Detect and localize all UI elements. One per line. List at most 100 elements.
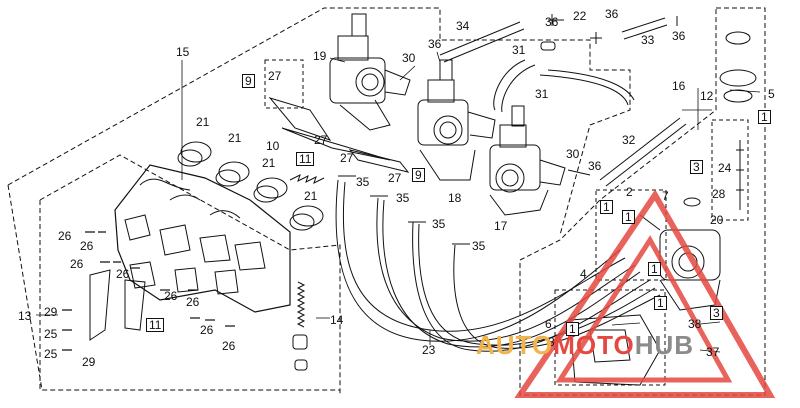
dashed-right-boundary — [519, 7, 766, 396]
callout-21: 21 — [196, 115, 210, 129]
fuel-hose-32 — [599, 117, 681, 181]
fuel-hose-33 — [621, 17, 666, 33]
callout-9-boxed: 9 — [412, 168, 425, 182]
spring-11 — [289, 174, 325, 184]
linkage-plate — [348, 149, 410, 173]
callout-1-boxed: 1 — [758, 110, 771, 124]
callout-17: 17 — [494, 219, 508, 233]
callout-26: 26 — [116, 267, 130, 281]
callout-6: 6 — [545, 317, 552, 331]
callout-8: 8 — [548, 335, 555, 349]
hose — [382, 199, 641, 348]
callout-1-boxed: 1 — [654, 296, 667, 310]
leader-lines — [36, 51, 761, 353]
callout-15: 15 — [176, 45, 190, 59]
fuel-hose-34 — [439, 21, 521, 56]
callout-26: 26 — [200, 323, 214, 337]
watermark-hub: HUB — [634, 330, 695, 360]
callout-30: 30 — [402, 51, 416, 65]
fuel-hose — [547, 69, 635, 101]
callout-26: 26 — [70, 257, 84, 271]
callout-37: 37 — [706, 345, 720, 359]
carburetor-18 — [417, 59, 496, 181]
callout-31: 31 — [512, 43, 526, 57]
callout-27: 27 — [268, 69, 282, 83]
callout-29: 29 — [82, 355, 96, 369]
callout-16: 16 — [672, 79, 686, 93]
linkage-plate — [268, 97, 332, 141]
callout-14: 14 — [330, 313, 344, 327]
callout-7: 7 — [662, 189, 669, 203]
callout-21: 21 — [262, 156, 276, 170]
callout-29: 29 — [44, 305, 58, 319]
callout-34: 34 — [456, 19, 470, 33]
callout-27: 27 — [314, 133, 328, 147]
float-chamber — [569, 314, 661, 386]
callout-35: 35 — [396, 191, 410, 205]
callout-36: 36 — [545, 15, 559, 29]
callout-11-boxed: 11 — [146, 318, 165, 332]
callout-1-boxed: 1 — [622, 210, 635, 224]
callout-35: 35 — [472, 239, 486, 253]
fuel-hose — [501, 64, 536, 113]
callout-36: 36 — [672, 29, 686, 43]
callout-36: 36 — [428, 37, 442, 51]
callout-36: 36 — [588, 159, 602, 173]
callout-26: 26 — [164, 289, 178, 303]
hose — [342, 181, 626, 332]
callout-12: 12 — [700, 89, 714, 103]
carburetor-19 — [329, 13, 411, 131]
watermark-logo: AUTOMOTOHUB — [476, 330, 694, 361]
callout-25: 25 — [44, 347, 58, 361]
callout-4: 4 — [580, 267, 587, 281]
screws — [62, 231, 235, 351]
callout-24: 24 — [718, 161, 732, 175]
watermark-auto: AUTO — [476, 330, 554, 360]
callout-9-boxed: 9 — [242, 74, 255, 88]
cylinder-head — [114, 164, 291, 313]
callout-32: 32 — [622, 133, 636, 147]
callout-5: 5 — [768, 87, 775, 101]
callout-23: 23 — [422, 343, 436, 357]
callout-11-boxed: 11 — [296, 152, 315, 166]
dashed-box-float — [554, 289, 666, 386]
spring-14 — [296, 281, 306, 328]
callout-38: 38 — [688, 317, 702, 331]
fuel-hose — [539, 74, 629, 106]
callout-27: 27 — [340, 151, 354, 165]
callout-35: 35 — [356, 175, 370, 189]
dashed-box-27 — [264, 59, 304, 109]
callout-36: 36 — [605, 7, 619, 21]
callout-35: 35 — [432, 217, 446, 231]
callout-31: 31 — [535, 87, 549, 101]
dashed-inner-box — [39, 154, 341, 395]
choke-link — [89, 269, 111, 341]
callout-1-boxed: 1 — [600, 200, 613, 214]
callout-22: 22 — [573, 9, 587, 23]
insulator-parts — [177, 141, 324, 231]
callout-27: 27 — [388, 171, 402, 185]
callout-20: 20 — [710, 213, 724, 227]
callout-1-boxed: 1 — [648, 262, 661, 276]
callout-13: 13 — [18, 309, 32, 323]
carburetor-17 — [489, 105, 566, 216]
watermark-triangle — [514, 189, 776, 398]
callout-2: 2 — [626, 185, 633, 199]
callout-21: 21 — [228, 131, 242, 145]
callout-3-boxed: 3 — [710, 306, 723, 320]
callout-26: 26 — [58, 229, 72, 243]
fuel-hose-32 — [605, 123, 687, 187]
hose — [335, 179, 621, 342]
callout-25: 25 — [44, 327, 58, 341]
watermark-moto: MOTO — [553, 330, 635, 360]
hose — [418, 223, 656, 346]
callout-26: 26 — [186, 295, 200, 309]
dashed-boundary — [7, 7, 631, 236]
callout-26: 26 — [80, 239, 94, 253]
callout-19: 19 — [313, 49, 327, 63]
dashed-box-2 — [595, 189, 667, 281]
callout-1-boxed: 1 — [566, 322, 579, 336]
fuel-hose — [493, 59, 526, 111]
